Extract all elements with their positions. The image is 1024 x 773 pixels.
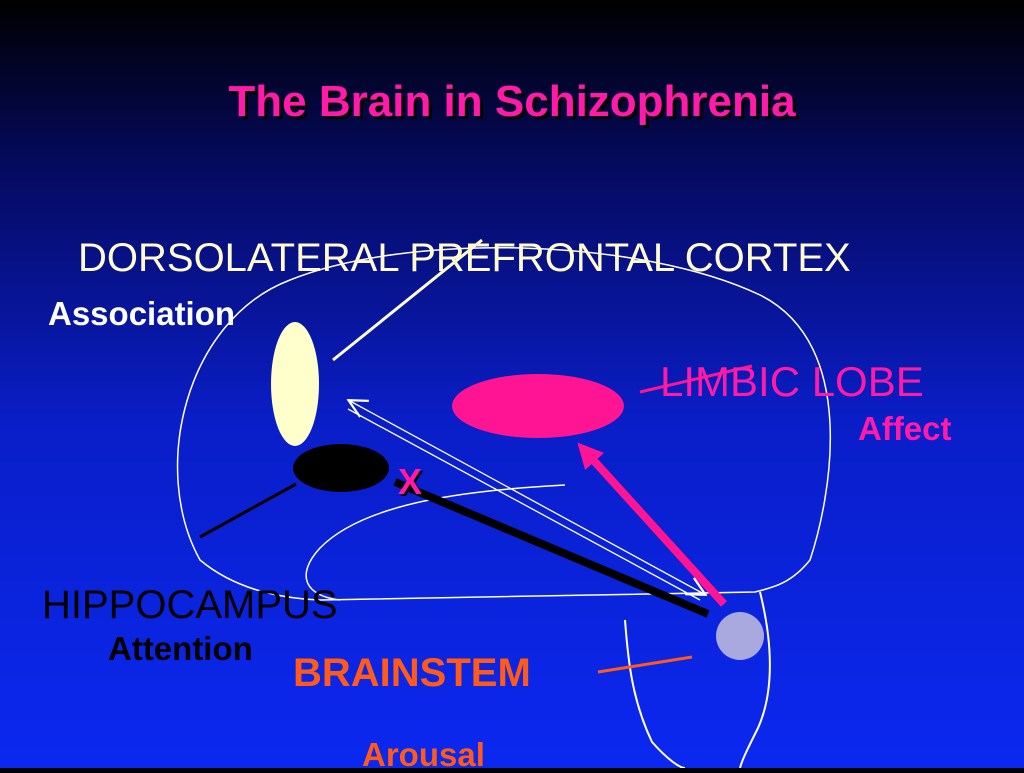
arousal-label: Arousal xyxy=(362,736,485,773)
blocked-pathway-x-mark: X xyxy=(398,461,423,502)
hippocampus-region xyxy=(293,444,389,492)
dlpfc-brainstem-arrow-a xyxy=(350,401,704,594)
brainstem-outline xyxy=(624,619,686,768)
affect-label: Affect xyxy=(858,410,952,447)
dlpfc-region xyxy=(271,322,319,446)
limbic-pointer-line xyxy=(639,364,753,394)
brainstem-label: BRAINSTEM xyxy=(293,651,531,695)
attention-label: Attention xyxy=(108,630,253,667)
slide-title: The Brain in Schizophrenia xyxy=(228,77,796,126)
hippocampus-label: HIPPOCAMPUS xyxy=(42,583,338,627)
association-label: Association xyxy=(48,295,236,332)
brainstem-outline-right xyxy=(739,591,771,768)
hippocampus-pointer-line xyxy=(199,482,297,539)
dlpfc-brainstem-arrow-b xyxy=(347,408,701,601)
brainstem-pointer-line xyxy=(597,655,693,674)
blocked-hippocampus-brainstem-pathway xyxy=(393,478,710,618)
brain-outline xyxy=(176,247,832,601)
dlpfc-label: DORSOLATERAL PREFRONTAL CORTEX xyxy=(78,236,851,280)
limbic-brainstem-arrow xyxy=(577,442,727,607)
dlpfc-pointer-line xyxy=(332,238,483,362)
brainstem-region xyxy=(716,612,764,660)
limbic-lobe-label: LIMBIC LOBE xyxy=(660,358,924,405)
limbic-region xyxy=(452,374,624,438)
